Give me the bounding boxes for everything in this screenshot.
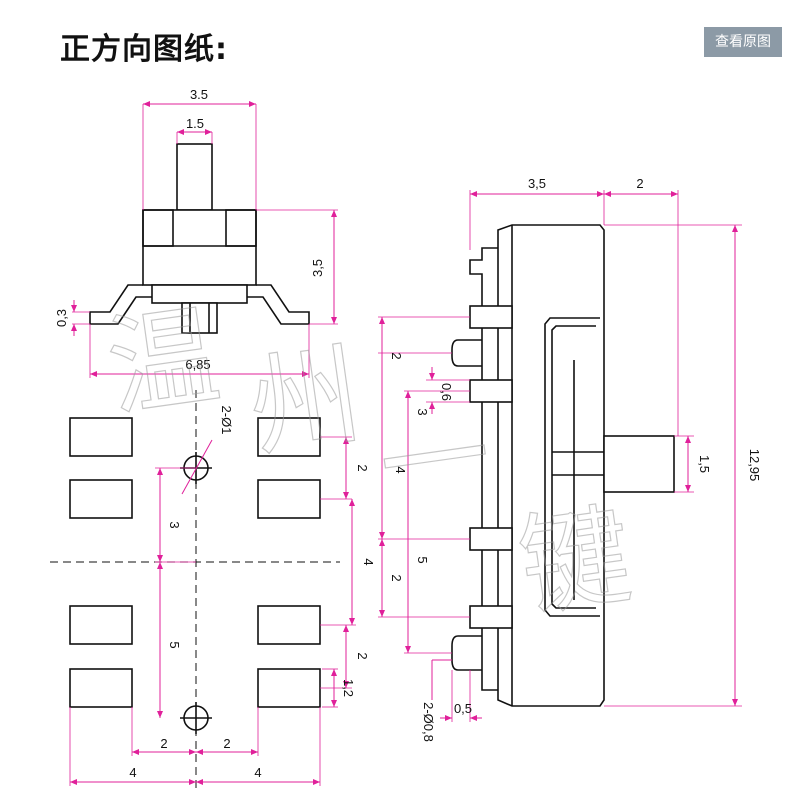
dim-pitch-b: 3 — [415, 408, 430, 415]
dim-top-left: 3,5 — [528, 176, 546, 191]
right-lead — [247, 284, 310, 325]
watermark-char: 一 — [372, 390, 499, 532]
dim-hole-spec: 2-Ø1 — [219, 406, 234, 435]
switch-body — [142, 209, 257, 286]
dim-hole-to-center: 3 — [167, 521, 182, 528]
terminal-tab — [469, 605, 513, 629]
pad — [69, 605, 133, 645]
watermark: 温 州 一 键 — [99, 290, 639, 633]
dim-pad-pitch: 2 — [355, 464, 370, 471]
side-lever — [603, 435, 675, 493]
dim-pitch-c: 4 — [393, 466, 408, 473]
round-pin — [451, 339, 482, 367]
dim-lever-width: 1.5 — [186, 116, 204, 131]
dim-pad-height: 1,2 — [341, 679, 356, 697]
dim-pin-width: 0,5 — [454, 701, 472, 716]
dim-top-right: 2 — [636, 176, 643, 191]
dim-lead-thickness: 0,3 — [54, 309, 69, 327]
terminal-tab — [469, 527, 513, 551]
dim-pitch-a: 2 — [389, 352, 404, 359]
dim-hole-offset: 0,6 — [439, 383, 454, 401]
left-lead — [89, 284, 152, 325]
dim-overall-length: 12,95 — [747, 449, 762, 482]
dim-pad-group-span: 4 — [361, 558, 376, 565]
round-pin — [451, 635, 482, 671]
dim-half-width-left: 4 — [129, 765, 136, 780]
dim-body-height: 3,5 — [310, 259, 325, 277]
dim-half-width-right: 4 — [254, 765, 261, 780]
dim-pad-gap: 2 — [355, 652, 370, 659]
lever — [176, 143, 213, 211]
side-view: 3,5 2 12,95 1,5 2 2 4 5 0,6 3 — [378, 176, 762, 742]
dim-hole-spacing: 5 — [167, 641, 182, 648]
pad — [69, 417, 133, 457]
terminal-tab — [469, 305, 513, 329]
dim-pitch-e: 2 — [389, 574, 404, 581]
view-original-button[interactable]: 查看原图 — [704, 27, 782, 57]
dim-lever-height: 1,5 — [697, 455, 712, 473]
watermark-char: 键 — [512, 490, 639, 632]
pad — [257, 479, 321, 519]
pad — [69, 668, 133, 708]
side-body — [497, 224, 605, 707]
front-view: 3.5 1.5 3,5 0,3 6,85 — [54, 87, 338, 378]
pad — [257, 668, 321, 708]
watermark-char: 州 — [242, 330, 369, 472]
pad — [69, 479, 133, 519]
bottom-post — [181, 302, 218, 334]
watermark-char: 温 — [100, 291, 227, 433]
page-title: 正方向图纸: — [60, 32, 228, 67]
dim-pin-spec: 2-Ø0,8 — [421, 702, 436, 742]
dim-half-center-right: 2 — [223, 736, 230, 751]
dim-half-center-left: 2 — [160, 736, 167, 751]
dim-overall-width: 6,85 — [185, 357, 210, 372]
dim-pitch-d: 5 — [415, 556, 430, 563]
pad — [257, 605, 321, 645]
pcb-footprint: 2-Ø1 2 4 2 1,2 3 5 2 2 4 — [50, 390, 376, 790]
dim-body-width: 3.5 — [190, 87, 208, 102]
